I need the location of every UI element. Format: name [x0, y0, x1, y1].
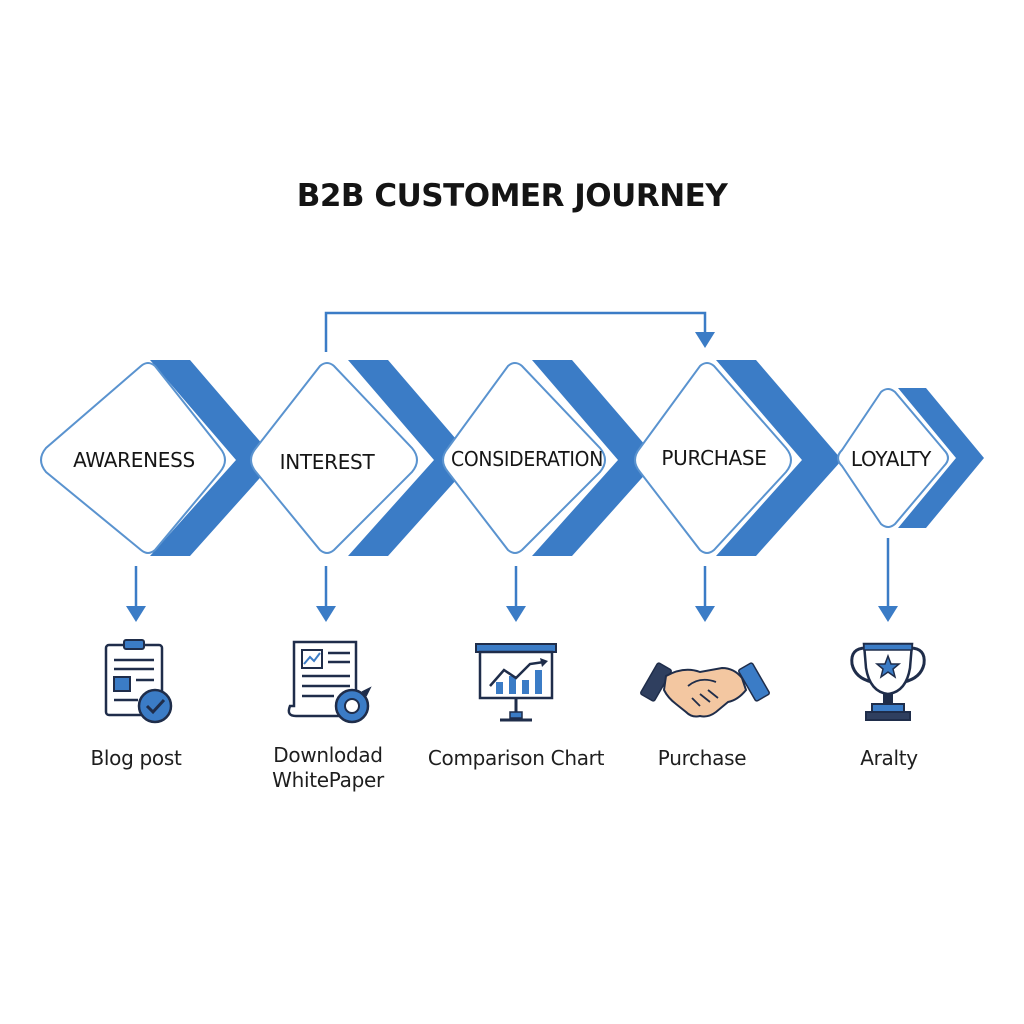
diamond-awareness — [40, 362, 226, 554]
caption-line: Aralty — [860, 746, 918, 770]
down-arrow-interest — [316, 566, 336, 622]
caption-comparison-chart: Comparison Chart — [404, 746, 628, 771]
blog-post-icon — [104, 639, 173, 724]
stage-loyalty: LOYALTY — [837, 388, 984, 528]
caption-line: Purchase — [657, 746, 747, 770]
stage-label-consideration: CONSIDERATION — [451, 447, 603, 471]
caption-line: Blog post — [90, 746, 182, 770]
stage-label-interest: INTEREST — [280, 450, 376, 474]
caption-line: Comparison Chart — [427, 746, 605, 770]
skip-connector-interest-to-purchase — [324, 311, 715, 352]
diamond-interest — [250, 362, 418, 554]
caption-line: WhitePaper — [272, 768, 384, 792]
stage-interest: INTEREST — [250, 360, 474, 556]
down-arrow-loyalty — [878, 538, 898, 622]
stage-label-loyalty: LOYALTY — [851, 447, 932, 471]
down-arrow-purchase — [695, 566, 715, 622]
diagram-title: B2B CUSTOMER JOURNEY — [296, 178, 728, 214]
chevron-purchase — [716, 360, 842, 556]
caption-line: Downlodad — [273, 743, 383, 767]
caption-download-whitepaper: Downlodad WhitePaper — [228, 743, 428, 793]
diamond-loyalty — [837, 388, 949, 528]
chevron-consideration — [532, 360, 658, 556]
down-arrow-consideration — [506, 566, 526, 622]
caption-purchase: Purchase — [602, 746, 802, 771]
diamond-consideration — [442, 362, 606, 554]
diamond-purchase — [634, 362, 792, 554]
caption-blog-post: Blog post — [36, 746, 236, 771]
caption-loyalty: Aralty — [789, 746, 989, 771]
stage-awareness: AWARENESS — [40, 360, 276, 556]
stage-consideration: CONSIDERATION — [442, 360, 658, 556]
stage-purchase: PURCHASE — [634, 360, 842, 556]
down-arrow-awareness — [126, 566, 146, 622]
chevron-loyalty — [898, 388, 984, 528]
stage-label-awareness: AWARENESS — [73, 448, 195, 472]
handshake-icon — [640, 662, 770, 718]
trophy-icon — [850, 642, 926, 721]
whitepaper-icon — [287, 640, 372, 724]
stage-label-purchase: PURCHASE — [661, 446, 766, 470]
comparison-chart-icon — [475, 643, 557, 722]
